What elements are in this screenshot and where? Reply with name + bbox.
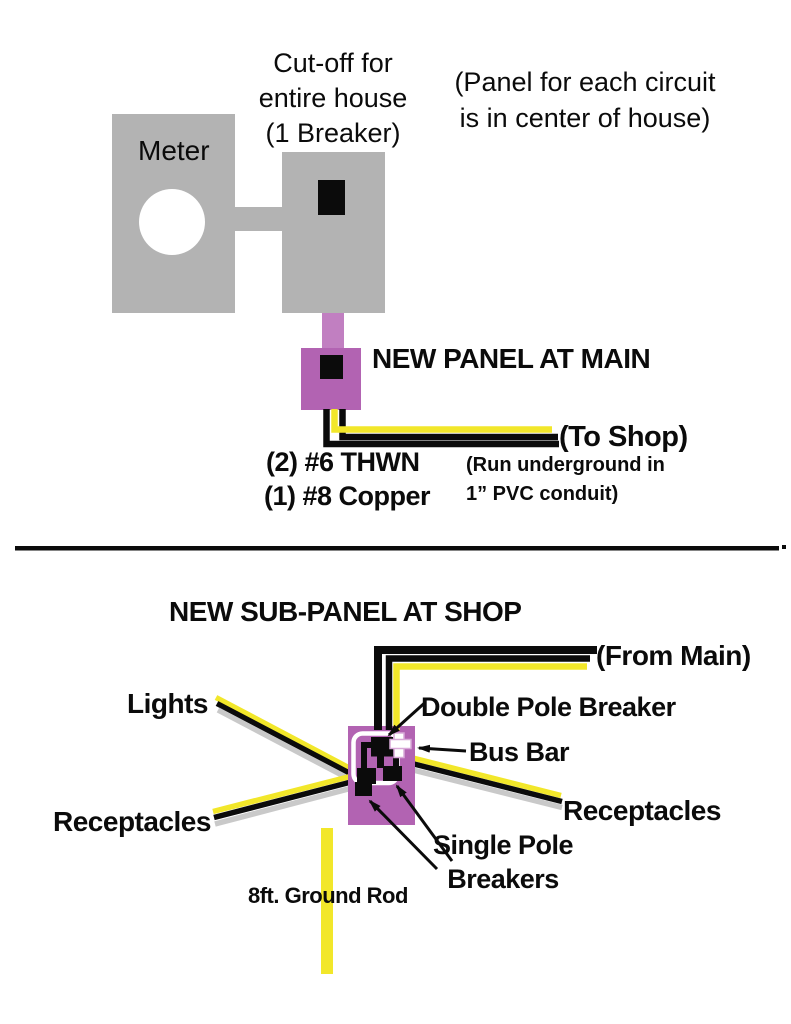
cutoff-label-line3: (1 Breaker): [265, 118, 401, 148]
cutoff-label-line2: entire house: [258, 83, 408, 113]
receptacles-right-label: Receptacles: [563, 795, 721, 826]
receptacles-right-wire-yellow: [404, 753, 562, 799]
receptacles-right-wire-gray: [406, 765, 563, 811]
lights-wire-gray: [216, 707, 357, 785]
lights-label: Lights: [127, 688, 209, 719]
from-main-wire-yellow: [393, 663, 587, 731]
new-panel-at-main-label: NEW PANEL AT MAIN: [372, 343, 651, 374]
single-pole-label-line2: Breakers: [447, 864, 559, 894]
lights-wire-black: [215, 701, 357, 779]
section-divider: [15, 546, 779, 551]
double-pole-label: Double Pole Breaker: [421, 692, 676, 722]
from-main-wire-black-outer: [374, 646, 597, 730]
single-pole-label-line1: Single Pole: [432, 830, 574, 860]
meter-to-cutoff-connector: [235, 207, 282, 231]
bus-bar-arrow: [417, 744, 467, 753]
section-divider-dot: [782, 545, 786, 549]
lights-wire-yellow: [214, 695, 356, 773]
single-pole-arrow-left: [368, 799, 439, 871]
single-pole-breaker-left: [357, 768, 376, 784]
double-pole-arrow: [387, 702, 426, 737]
receptacles-left-wire-black: [213, 778, 354, 821]
to-shop-wire-yellow: [331, 409, 552, 433]
single-pole-breaker-right: [383, 766, 402, 781]
from-main-wire-black-inner: [385, 655, 590, 730]
double-pole-breaker: [371, 737, 393, 757]
cutoff-label-line1: Cut-off for: [273, 48, 393, 78]
wire-spec-line2: (1) #8 Copper: [264, 481, 431, 511]
single-pole-label: Single Pole Breakers: [402, 828, 604, 896]
cutoff-box: [282, 152, 385, 313]
center-note-line1: (Panel for each circuit: [454, 67, 716, 97]
to-shop-wire-black-outer: [323, 409, 559, 448]
bus-bar-label: Bus Bar: [469, 737, 570, 767]
main-breaker: [318, 180, 345, 215]
wire-spec-line1: (2) #6 THWN: [266, 447, 420, 477]
breaker-link-center: [377, 755, 384, 768]
ground-rod: [321, 828, 333, 974]
receptacles-left-wire-yellow: [212, 773, 353, 815]
meter-dial: [139, 189, 205, 255]
cutoff-label: Cut-off for entire house (1 Breaker): [219, 46, 447, 151]
single-pole-breaker-left-lower: [355, 782, 372, 796]
center-note-line2: is in center of house): [459, 103, 711, 133]
receptacles-left-wire-gray: [214, 784, 355, 827]
single-pole-arrow-right: [395, 784, 454, 862]
from-main-label: (From Main): [596, 640, 751, 671]
to-shop-label: (To Shop): [559, 421, 688, 453]
receptacles-left-label: Receptacles: [53, 806, 211, 837]
breaker-link-left-vertical: [361, 742, 367, 769]
sub-panel-title: NEW SUB-PANEL AT SHOP: [169, 596, 522, 627]
new-panel-breaker: [320, 355, 343, 379]
meter-label: Meter: [138, 135, 210, 166]
center-note: (Panel for each circuit is in center of …: [437, 64, 733, 136]
panel-stub: [322, 313, 344, 350]
bus-bar-horizontal: [389, 738, 412, 750]
underground-note-line1: (Run underground in: [466, 454, 665, 476]
ground-rod-label: 8ft. Ground Rod: [248, 883, 408, 908]
underground-note-line2: 1” PVC conduit): [466, 483, 619, 505]
receptacles-right-wire-black: [405, 759, 563, 805]
to-shop-wire-black-inner: [339, 409, 558, 441]
